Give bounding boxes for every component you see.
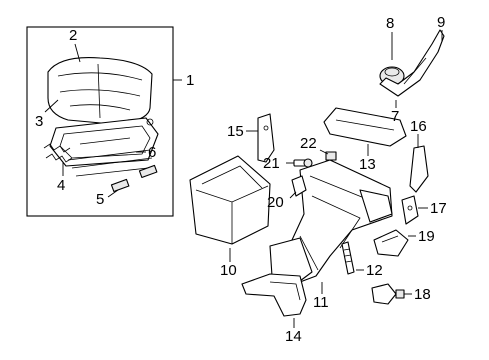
callout-7: 7 xyxy=(391,108,399,125)
side-bracket-15 xyxy=(257,113,275,163)
air-duct xyxy=(241,273,307,317)
callout-16: 16 xyxy=(410,118,427,135)
callout-10: 10 xyxy=(220,262,237,279)
rear-cross-member xyxy=(323,107,407,147)
callout-13: 13 xyxy=(359,156,376,173)
latch-20 xyxy=(291,175,307,197)
callout-6: 6 xyxy=(148,144,156,161)
callout-1: 1 xyxy=(186,72,194,89)
callout-12: 12 xyxy=(366,262,383,279)
spring-clips xyxy=(110,164,158,193)
callout-11: 11 xyxy=(313,294,329,311)
callout-21: 21 xyxy=(263,155,280,172)
callout-5: 5 xyxy=(96,191,104,208)
seat-riser-frame xyxy=(269,159,393,285)
bracket-19 xyxy=(373,229,409,257)
callout-14: 14 xyxy=(285,328,302,345)
callout-9: 9 xyxy=(437,14,445,31)
side-bracket-16 xyxy=(409,145,429,193)
leader-3 xyxy=(44,99,59,113)
leader-22 xyxy=(319,149,329,155)
callout-18: 18 xyxy=(414,286,431,303)
clip-18 xyxy=(371,283,405,305)
callout-3: 3 xyxy=(35,113,43,130)
callout-8: 8 xyxy=(386,15,394,32)
callout-17: 17 xyxy=(430,200,447,217)
leader-5 xyxy=(107,189,119,198)
callout-22: 22 xyxy=(300,135,317,152)
seat-pan xyxy=(49,117,159,167)
bolt-12 xyxy=(341,241,355,275)
seat-springs xyxy=(43,143,153,177)
callout-2: 2 xyxy=(69,27,77,44)
bolt-21 xyxy=(293,158,313,168)
seat-assembly-frame xyxy=(26,26,174,217)
seat-cushion xyxy=(47,57,153,125)
storage-tray xyxy=(189,155,271,245)
clip-22 xyxy=(325,151,337,161)
callout-15: 15 xyxy=(227,123,244,140)
callout-20: 20 xyxy=(267,194,284,211)
callout-19: 19 xyxy=(418,228,435,245)
bracket-17 xyxy=(401,195,419,225)
leader-2 xyxy=(74,43,81,63)
recliner-lever xyxy=(379,29,445,97)
callout-4: 4 xyxy=(57,177,65,194)
leader-20 xyxy=(289,191,297,199)
